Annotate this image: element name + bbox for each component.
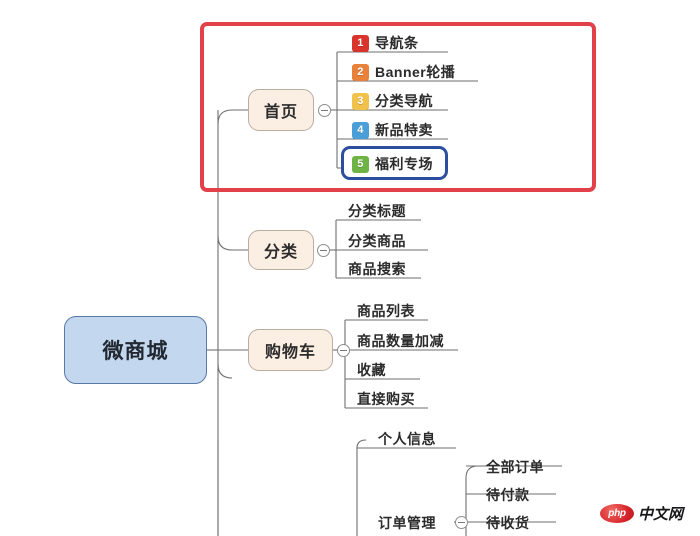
leaf-label-goods-search: 商品搜索 xyxy=(348,261,406,277)
leaf-badge-4: 4 xyxy=(352,121,369,139)
php-logo-icon: php xyxy=(600,504,634,523)
leaf-label-order-management: 订单管理 xyxy=(378,515,436,531)
leaf-label-favorites: 收藏 xyxy=(357,362,386,378)
leaf-item-new-sale[interactable]: 4 新品特卖 xyxy=(352,120,433,140)
leaf-label-welfare: 福利专场 xyxy=(375,156,433,172)
leaf-item-pending-delivery[interactable]: 待收货 xyxy=(486,513,530,533)
leaf-label-all-orders: 全部订单 xyxy=(486,459,544,475)
root-label: 微商城 xyxy=(102,340,169,363)
leaf-item-personal-info[interactable]: 个人信息 xyxy=(378,429,436,449)
watermark: php 中文网 xyxy=(600,503,683,524)
red-highlight-box xyxy=(200,22,596,192)
branch-label-cart: 购物车 xyxy=(264,344,316,361)
leaf-badge-2: 2 xyxy=(352,63,369,81)
leaf-label-category-nav: 分类导航 xyxy=(375,93,433,109)
leaf-label-category-title: 分类标题 xyxy=(348,203,406,219)
leaf-item-goods-list[interactable]: 商品列表 xyxy=(357,301,415,321)
leaf-label-navbar: 导航条 xyxy=(375,35,419,51)
leaf-item-goods-search[interactable]: 商品搜索 xyxy=(348,259,406,279)
watermark-label: 中文网 xyxy=(638,506,684,523)
leaf-label-personal-info: 个人信息 xyxy=(378,431,436,447)
leaf-badge-1: 1 xyxy=(352,34,369,52)
leaf-item-category-title[interactable]: 分类标题 xyxy=(348,201,406,221)
leaf-label-buy-now: 直接购买 xyxy=(357,391,415,407)
branch-node-category[interactable]: 分类 xyxy=(248,230,314,270)
collapse-toggle-home[interactable] xyxy=(318,104,331,117)
leaf-item-banner[interactable]: 2 Banner轮播 xyxy=(352,62,455,82)
leaf-item-category-goods[interactable]: 分类商品 xyxy=(348,231,406,251)
branch-label-home: 首页 xyxy=(263,104,298,121)
leaf-item-navbar[interactable]: 1 导航条 xyxy=(352,33,419,53)
collapse-toggle-category[interactable] xyxy=(317,244,330,257)
leaf-label-pending-delivery: 待收货 xyxy=(486,515,530,531)
leaf-label-new-sale: 新品特卖 xyxy=(375,122,433,138)
leaf-item-welfare[interactable]: 5 福利专场 xyxy=(352,154,433,174)
leaf-item-order-management[interactable]: 订单管理 xyxy=(378,513,436,533)
collapse-toggle-order-management[interactable] xyxy=(455,516,468,529)
leaf-item-all-orders[interactable]: 全部订单 xyxy=(486,457,544,477)
branch-node-cart[interactable]: 购物车 xyxy=(248,329,333,371)
branch-label-category: 分类 xyxy=(263,244,298,261)
leaf-item-category-nav[interactable]: 3 分类导航 xyxy=(352,91,433,111)
leaf-item-favorites[interactable]: 收藏 xyxy=(357,360,386,380)
leaf-badge-3: 3 xyxy=(352,92,369,110)
branch-node-home[interactable]: 首页 xyxy=(248,89,314,131)
leaf-item-qty-adjust[interactable]: 商品数量加减 xyxy=(357,331,444,351)
leaf-label-goods-list: 商品列表 xyxy=(357,303,415,319)
leaf-item-buy-now[interactable]: 直接购买 xyxy=(357,389,415,409)
blue-highlight-box xyxy=(341,146,448,180)
leaf-label-qty-adjust: 商品数量加减 xyxy=(357,333,444,349)
leaf-label-category-goods: 分类商品 xyxy=(348,233,406,249)
leaf-label-pending-payment: 待付款 xyxy=(486,487,530,503)
collapse-toggle-cart[interactable] xyxy=(337,344,350,357)
leaf-badge-5: 5 xyxy=(352,155,369,173)
mindmap-root-node[interactable]: 微商城 xyxy=(64,316,207,384)
leaf-item-pending-payment[interactable]: 待付款 xyxy=(486,485,530,505)
leaf-label-banner: Banner轮播 xyxy=(375,64,456,80)
